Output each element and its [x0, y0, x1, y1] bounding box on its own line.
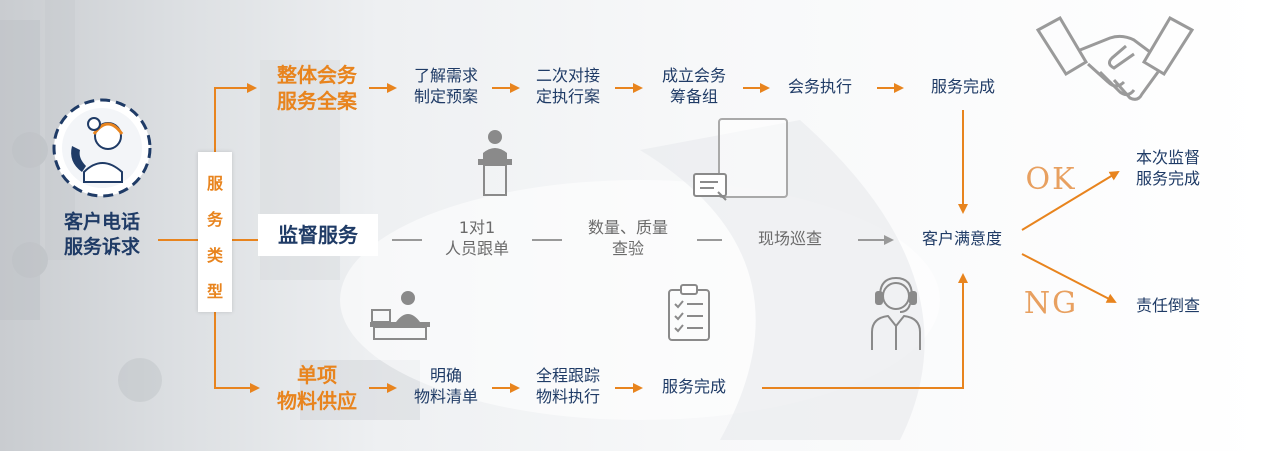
step-quantity-check: 数量、质量 查验 [564, 218, 692, 260]
checklist-icon [666, 282, 712, 342]
step-line2: 人员跟单 [444, 238, 509, 258]
step-site-patrol: 现场巡查 [730, 229, 850, 250]
service-type-char: 类 [206, 246, 223, 265]
start-node: 客户电话 服务诉求 [40, 210, 164, 259]
monitor-icon [692, 172, 732, 204]
category-full-line2: 服务全案 [277, 89, 357, 113]
step-line1: 1对1 [458, 218, 496, 237]
ok-label: OK [1025, 162, 1077, 197]
support-agent-icon [866, 272, 926, 352]
receptionist-icon [470, 125, 520, 197]
step-clarify-list: 明确 物料清单 [398, 366, 494, 408]
service-type-char: 服 [206, 174, 223, 193]
category-full-line1: 整体会务 [277, 63, 357, 87]
category-supervision: 监督服务 [278, 223, 358, 247]
step-top-service-complete: 服务完成 [910, 77, 1016, 98]
step-line1: 全程跟踪 [535, 366, 600, 385]
step-line1: 明确 [429, 366, 462, 385]
start-line2: 服务诉求 [63, 235, 140, 258]
step-line2: 物料执行 [535, 386, 600, 406]
step-bottom-service-complete: 服务完成 [644, 377, 744, 398]
outcome-ng-result: 责任倒查 [1135, 296, 1200, 315]
step-line1: 了解需求 [413, 66, 478, 85]
step-second-contact: 二次对接 定执行案 [520, 66, 616, 108]
step-line2: 筹备组 [669, 86, 718, 106]
step-line1: 现场巡查 [757, 229, 822, 248]
step-line1: 数量、质量 [587, 218, 668, 237]
customer-satisfaction: 客户满意度 [921, 229, 1002, 248]
category-supervision-box [258, 214, 378, 256]
step-line2: 查验 [611, 238, 644, 258]
start-line1: 客户电话 [63, 211, 140, 233]
outcome-ok-line1: 本次监督 [1135, 148, 1200, 167]
category-single-material: 单项 物料供应 [262, 362, 372, 414]
step-line1: 会务执行 [787, 77, 852, 96]
monitor-frame [718, 118, 788, 198]
category-single-line1: 单项 [297, 363, 337, 387]
service-type-char: 务 [206, 210, 223, 229]
service-type-char: 型 [206, 282, 223, 301]
step-line1: 成立会务 [661, 66, 726, 85]
phone-operator-icon [50, 96, 154, 200]
step-conference-execution: 会务执行 [772, 77, 868, 98]
step-track-material: 全程跟踪 物料执行 [520, 366, 616, 408]
service-type-box: 服 务 类 型 [198, 152, 232, 312]
step-line2: 物料清单 [413, 386, 478, 406]
category-single-line2: 物料供应 [277, 389, 357, 413]
handshake-icon [1030, 10, 1200, 110]
step-one-on-one: 1对1 人员跟单 [424, 218, 530, 260]
step-line2: 制定预案 [413, 86, 478, 106]
step-form-team: 成立会务 筹备组 [644, 66, 744, 108]
step-line1: 服务完成 [930, 77, 995, 96]
desk-worker-icon [368, 286, 432, 342]
outcome-ok-line2: 服务完成 [1135, 168, 1200, 188]
step-line1: 二次对接 [535, 66, 600, 85]
category-full-service: 整体会务 服务全案 [262, 62, 372, 114]
step-line1: 服务完成 [661, 377, 726, 396]
outcome-ok-result: 本次监督 服务完成 [1118, 148, 1218, 190]
step-line2: 定执行案 [535, 86, 600, 106]
ng-label: NG [1023, 286, 1079, 321]
step-understand-needs: 了解需求 制定预案 [398, 66, 494, 108]
